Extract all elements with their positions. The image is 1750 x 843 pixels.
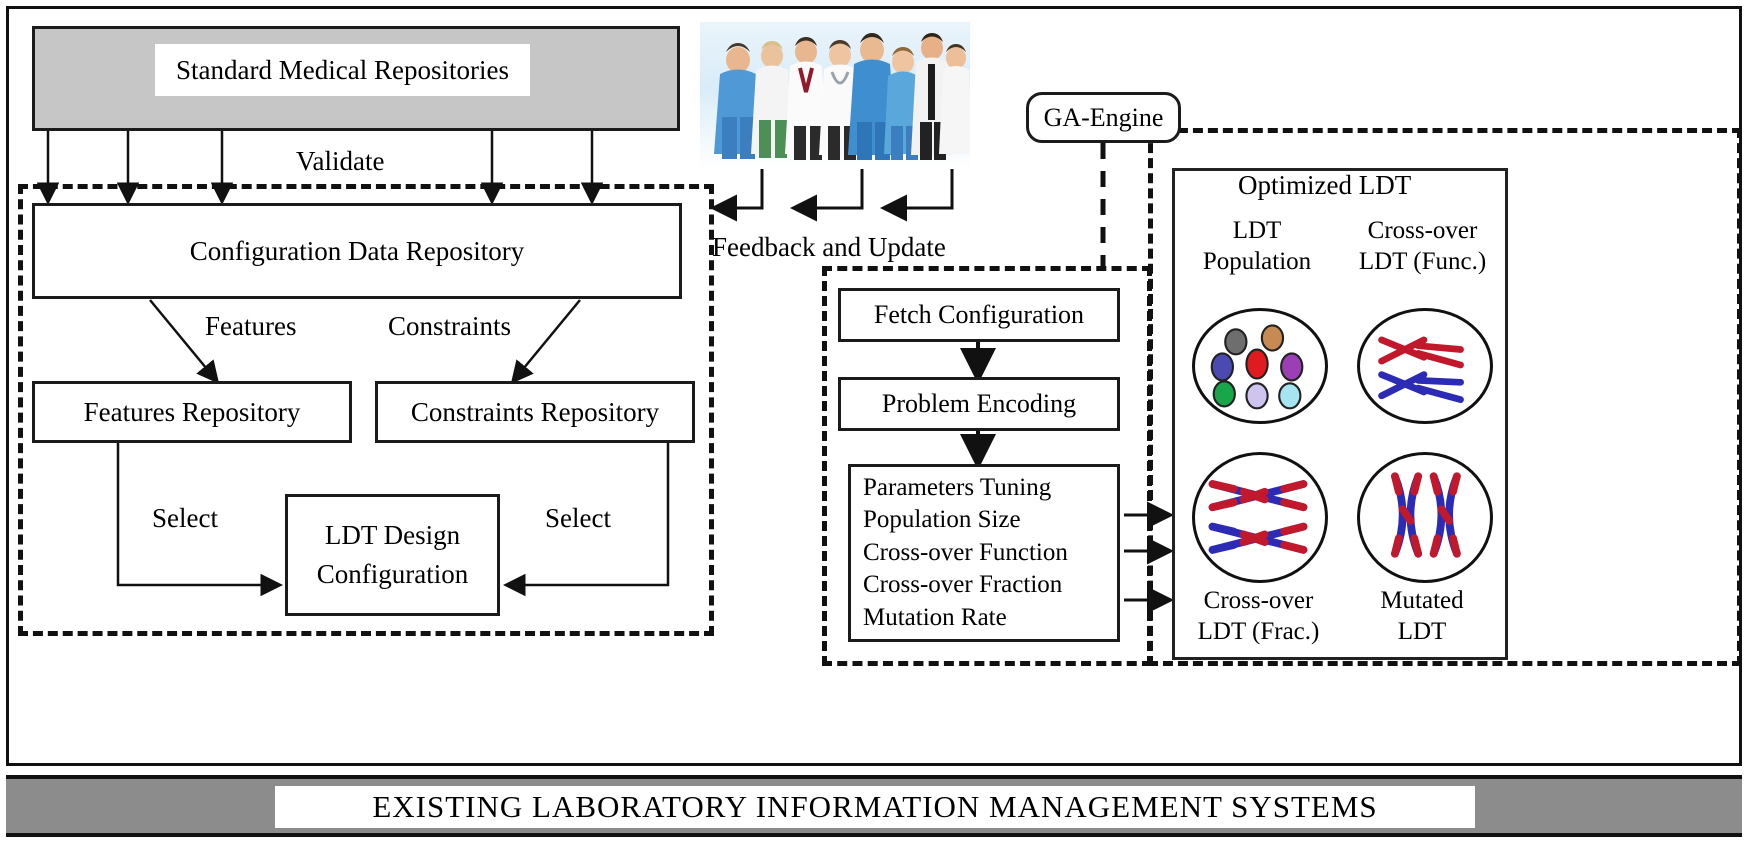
parameter-item: Cross-over Function [863,538,1068,566]
features-edge-label: Features [205,311,297,341]
parameter-item: Cross-over Fraction [863,571,1063,599]
mutated-ldt-caption-line2: LDT [1397,617,1447,645]
standard-medical-repositories-label: Standard Medical Repositories [176,54,509,85]
constraints-edge-label: Constraints [388,311,512,341]
ldt-design-configuration-label-line1: LDT Design [324,519,461,550]
ga-engine-box[interactable]: GA-Engine [1026,92,1181,143]
mutated-ldt-circle [1357,452,1493,583]
crossover-func-caption: Cross-over LDT (Func.) [1340,216,1505,277]
crossover-frac-chromosomes [1208,480,1308,554]
configuration-subsystem-region [18,184,714,636]
configuration-data-repository-label: Configuration Data Repository [189,235,525,266]
parameter-item: Mutation Rate [863,603,1007,631]
problem-encoding-label: Problem Encoding [881,389,1077,418]
feedback-and-update-label: Feedback and Update [712,232,946,262]
footer-banner-label: EXISTING LABORATORY INFORMATION MANAGEME… [372,789,1378,824]
ga-engine-region [1148,128,1742,666]
crossover-frac-caption-line2: LDT (Frac.) [1197,617,1320,645]
select-right-label: Select [545,503,611,533]
ldt-population-caption: LDT Population [1197,216,1317,277]
parameters-tuning-box[interactable]: Parameters Tuning Population Size Cross-… [848,464,1120,642]
problem-encoding-box[interactable]: Problem Encoding [838,377,1120,431]
fetch-configuration-label: Fetch Configuration [873,300,1085,329]
ldt-design-configuration-label-line2: Configuration [316,559,469,589]
ldt-population-genes [1210,324,1304,410]
crossover-func-caption-line1: Cross-over [1367,217,1478,244]
fetch-configuration-box[interactable]: Fetch Configuration [838,288,1120,342]
features-repository-box[interactable]: Features Repository [32,381,352,443]
ldt-population-caption-line2: Population [1202,247,1312,275]
footer-banner: EXISTING LABORATORY INFORMATION MANAGEME… [275,786,1475,828]
crossover-frac-circle [1192,452,1328,583]
parameter-item: Population Size [863,506,1021,534]
mutated-ldt-caption: Mutated LDT [1362,586,1482,647]
crossover-func-caption-line2: LDT (Func.) [1358,247,1487,275]
validate-label: Validate [296,146,385,176]
constraints-repository-label: Constraints Repository [410,396,660,427]
medical-staff-illustration [714,33,970,160]
standard-medical-repositories-label-plate: Standard Medical Repositories [155,44,530,96]
mutated-ldt-caption-line1: Mutated [1380,587,1464,614]
constraints-repository-box[interactable]: Constraints Repository [375,381,695,443]
crossover-func-chromosomes [1378,336,1464,404]
optimized-ldt-title: Optimized LDT [1238,170,1412,200]
crossover-frac-caption: Cross-over LDT (Frac.) [1186,586,1331,647]
medical-staff-photo [700,22,970,169]
crossover-func-circle [1357,308,1493,424]
ldt-population-caption-line1: LDT [1232,217,1282,244]
ga-engine-label: GA-Engine [1043,102,1164,132]
ldt-design-configuration-box[interactable]: LDT Design Configuration [285,494,500,616]
crossover-frac-caption-line1: Cross-over [1203,587,1314,614]
mutated-ldt-chromosomes [1391,472,1461,558]
features-repository-label: Features Repository [83,396,301,427]
parameter-item: Parameters Tuning [863,473,1052,501]
configuration-data-repository-box[interactable]: Configuration Data Repository [32,203,682,299]
ldt-population-circle [1192,308,1328,424]
select-left-label: Select [152,503,218,533]
